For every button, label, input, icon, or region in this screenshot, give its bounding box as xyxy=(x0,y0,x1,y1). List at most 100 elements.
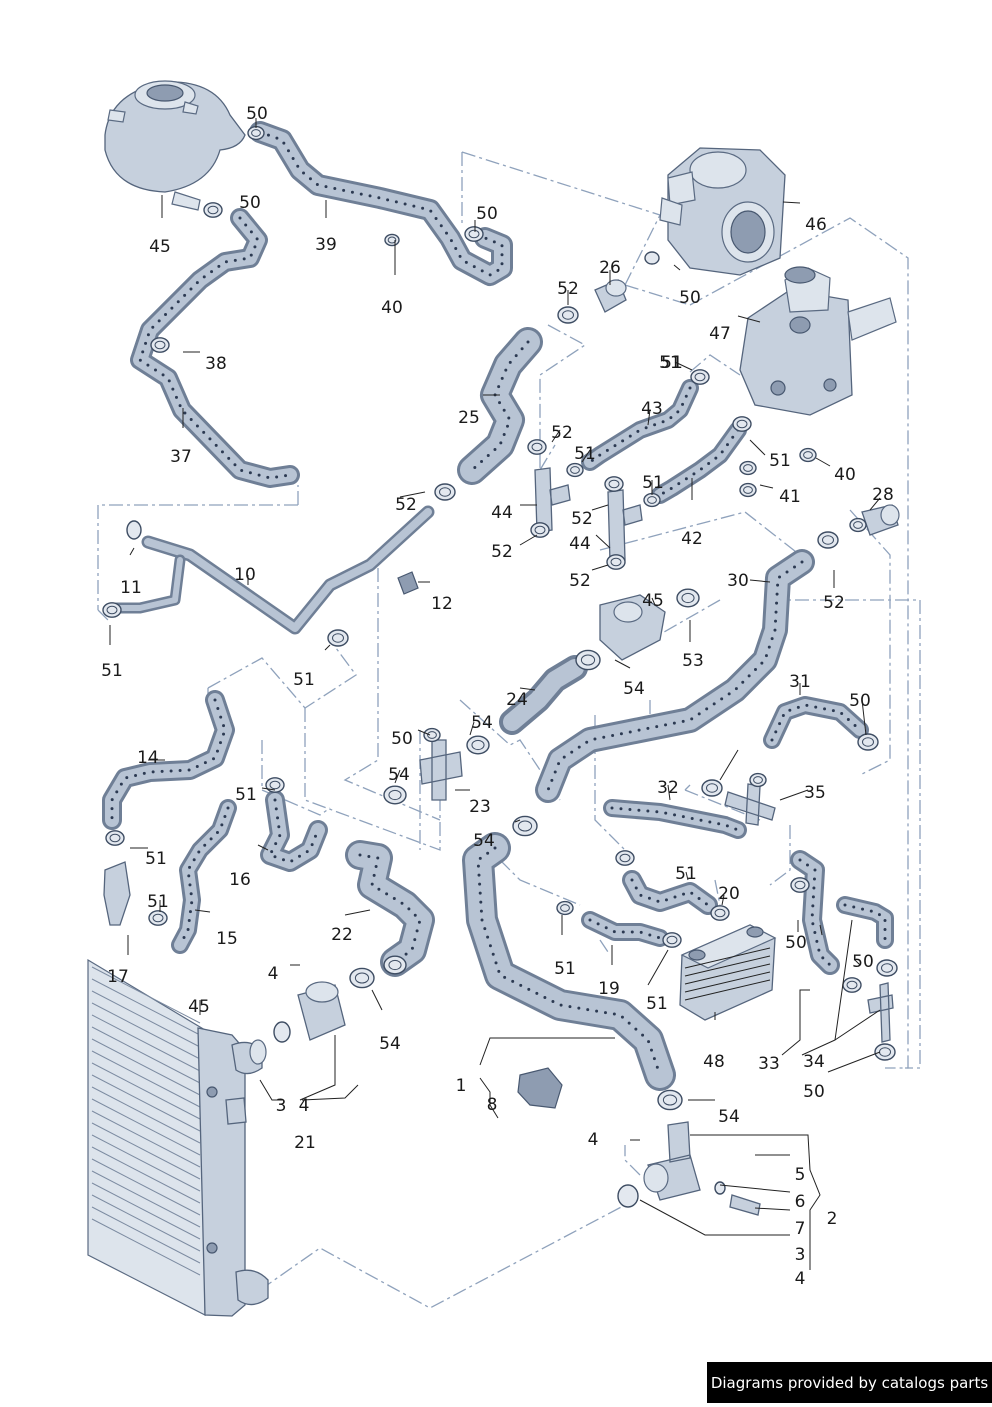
hose-clamp-inner xyxy=(531,442,543,452)
radiator xyxy=(87,958,269,1317)
hose-clamp xyxy=(857,733,879,751)
hose-clamp xyxy=(203,202,223,218)
oil-cooler xyxy=(679,924,777,1021)
callout-51: 51 xyxy=(145,849,167,869)
callout-33: 33 xyxy=(758,1054,780,1074)
hose-segment xyxy=(836,896,894,949)
callout-17: 17 xyxy=(107,967,129,987)
hose-clamp xyxy=(423,727,441,743)
hose-clamp-inner xyxy=(468,229,480,239)
hose-segment xyxy=(622,870,718,915)
callout-53: 53 xyxy=(682,651,704,671)
radiator-fin xyxy=(91,1110,201,1168)
callout-50: 50 xyxy=(239,193,261,213)
callout-51: 51 xyxy=(646,994,668,1014)
radiator-fin xyxy=(91,1014,201,1072)
radiator-fin xyxy=(91,966,201,1024)
callout-28: 28 xyxy=(872,485,894,505)
callout-52: 52 xyxy=(557,279,579,299)
callout-20: 20 xyxy=(718,884,740,904)
radiator-fin xyxy=(91,1074,201,1132)
hose-clamp xyxy=(105,830,125,846)
callout-15: 15 xyxy=(216,929,238,949)
callout-6: 6 xyxy=(795,1192,806,1212)
hose-segment xyxy=(790,850,840,975)
hose-segment xyxy=(130,208,300,488)
hose-clamp xyxy=(739,460,757,476)
callout-3: 3 xyxy=(276,1096,287,1116)
callout-51: 51 xyxy=(642,473,664,493)
callout-8: 8 xyxy=(487,1095,498,1115)
callout-5: 5 xyxy=(795,1165,806,1185)
callout-50: 50 xyxy=(476,204,498,224)
hose-clamp xyxy=(676,588,700,608)
hose-clamp xyxy=(384,233,400,247)
callout-48: 48 xyxy=(703,1052,725,1072)
callout-54: 54 xyxy=(471,713,493,733)
hose-clamp-inner xyxy=(580,654,596,666)
callout-4: 4 xyxy=(268,964,279,984)
callout-51: 51 xyxy=(659,353,681,373)
hose-clamp-inner xyxy=(753,776,763,784)
hose-clamp xyxy=(690,369,710,385)
callout-50: 50 xyxy=(785,933,807,953)
callout-19: 19 xyxy=(598,979,620,999)
hose-segment xyxy=(102,690,235,830)
hose-clamp xyxy=(604,476,624,492)
callout-7: 7 xyxy=(795,1219,806,1239)
callout-2: 2 xyxy=(827,1209,838,1229)
hose-clamp xyxy=(150,337,170,353)
hose-clamp xyxy=(849,517,867,533)
hose-clamp-inner xyxy=(570,466,580,474)
callout-25: 25 xyxy=(458,408,480,428)
hose-clamp xyxy=(102,602,122,618)
hose-clamp xyxy=(799,447,817,463)
callout-45: 45 xyxy=(188,997,210,1017)
radiator-fin xyxy=(91,1122,201,1180)
callout-54: 54 xyxy=(388,765,410,785)
hose-clamp-inner xyxy=(862,737,874,747)
hose-clamp xyxy=(464,226,484,242)
radiator-fin xyxy=(91,990,201,1048)
hose-clamp-inner xyxy=(562,310,574,320)
radiator-fin xyxy=(91,1170,201,1228)
hose-clamp xyxy=(383,785,407,805)
hose-clamp xyxy=(556,900,574,916)
hose-clamp-inner xyxy=(743,486,753,494)
callout-34: 34 xyxy=(803,1052,825,1072)
callout-51: 51 xyxy=(101,661,123,681)
hose-clamp xyxy=(874,1043,896,1061)
callout-47: 47 xyxy=(709,324,731,344)
callout-37: 37 xyxy=(170,447,192,467)
attribution-badge: Diagrams provided by catalogs parts xyxy=(707,1362,992,1403)
radiator-fin xyxy=(91,1134,201,1192)
callout-54: 54 xyxy=(623,679,645,699)
callout-16: 16 xyxy=(229,870,251,890)
leader-lines xyxy=(109,118,881,1270)
hose-clamp-inner xyxy=(610,557,622,567)
callout-23: 23 xyxy=(469,797,491,817)
callout-11: 11 xyxy=(120,578,142,598)
callout-51: 51 xyxy=(769,451,791,471)
hose-clamp-inner xyxy=(471,739,485,751)
hose-clamp xyxy=(434,483,456,501)
callout-52: 52 xyxy=(551,423,573,443)
hose-clamp xyxy=(349,967,375,989)
hose-clamp-inner xyxy=(619,853,631,863)
callout-50: 50 xyxy=(391,729,413,749)
callout-50: 50 xyxy=(246,104,268,124)
callout-54: 54 xyxy=(379,1034,401,1054)
radiator-fin xyxy=(91,1182,201,1240)
hose-clamp xyxy=(876,959,898,977)
hose-segment xyxy=(345,840,435,977)
fuel-pump-module xyxy=(739,266,897,416)
hose-clamp-inner xyxy=(647,496,657,504)
callout-12: 12 xyxy=(431,594,453,614)
callout-42: 42 xyxy=(681,529,703,549)
callout-52: 52 xyxy=(395,495,417,515)
hose-segment xyxy=(581,379,699,471)
hose-segment xyxy=(462,832,676,1091)
callout-41: 41 xyxy=(779,487,801,507)
